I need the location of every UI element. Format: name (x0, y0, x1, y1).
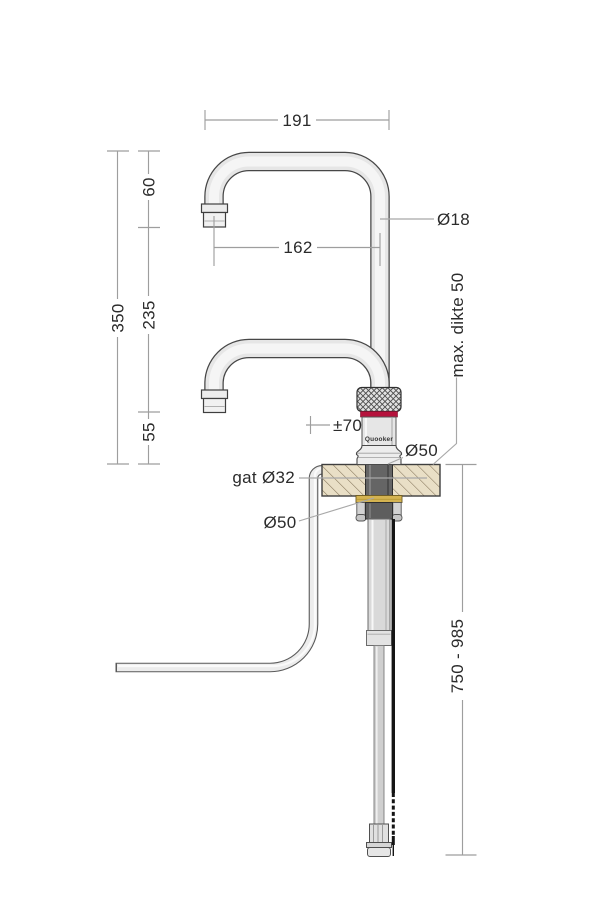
hose-fitting-block (369, 823, 389, 843)
dimension-texts: 191 162 60 350 235 55 Ø18 max. dikte 50 … (109, 111, 470, 694)
quooker-logo: Quooker (365, 436, 393, 443)
hole32-label: gat Ø32 (232, 468, 295, 487)
power-cable (391, 519, 395, 856)
left-screw-body (356, 502, 366, 516)
spout-lower-position (200, 338, 390, 414)
dia50-base-label: Ø50 (405, 441, 438, 460)
shank-connector (366, 630, 392, 646)
dimension-annotations (107, 110, 477, 856)
dia50-washer-label: Ø50 (263, 513, 296, 532)
body-cylinder (361, 416, 397, 446)
hose-fitting-nut (367, 847, 391, 857)
hose-fitting-collar (366, 842, 392, 848)
hose-length-label: 750 - 985 (448, 619, 467, 694)
dia18-label: Ø18 (437, 210, 470, 229)
dim-235-label: 235 (140, 300, 159, 329)
upper-aerator-ring (200, 203, 229, 214)
dim-60-label: 60 (140, 177, 159, 197)
lower-spout-sheen (209, 343, 385, 393)
supply-tube-fill (117, 466, 324, 672)
lower-aerator-ring (200, 389, 229, 400)
undersink-assembly (355, 461, 403, 857)
max-thickness-label: max. dikte 50 (448, 272, 467, 377)
base-flange (355, 444, 403, 466)
dim-55-label: 55 (140, 422, 159, 442)
flex-hose (373, 645, 385, 825)
dim-350-label: 350 (109, 303, 128, 332)
cable-plug (391, 836, 395, 845)
lower-aerator-tip (202, 397, 227, 414)
dim-70-label: ±70 (333, 416, 362, 435)
red-ring (360, 411, 398, 418)
dia50-base-leader (387, 456, 404, 465)
upper-spout-sheen (209, 156, 385, 389)
dim-162-label: 162 (283, 238, 312, 257)
supply-tube-outline (115, 465, 324, 673)
supply-tube-highlight (118, 467, 324, 668)
left-screw-cap (355, 514, 367, 522)
supply-tube (115, 465, 324, 673)
right-screw-body (392, 502, 402, 516)
dim-191-label: 191 (282, 111, 311, 130)
knurled-knob (356, 386, 402, 413)
max-thickness-leader (432, 377, 458, 465)
dia50-washer-leader (298, 497, 375, 522)
lower-spout-fill (205, 340, 389, 393)
tap-body: Quooker (355, 386, 403, 466)
